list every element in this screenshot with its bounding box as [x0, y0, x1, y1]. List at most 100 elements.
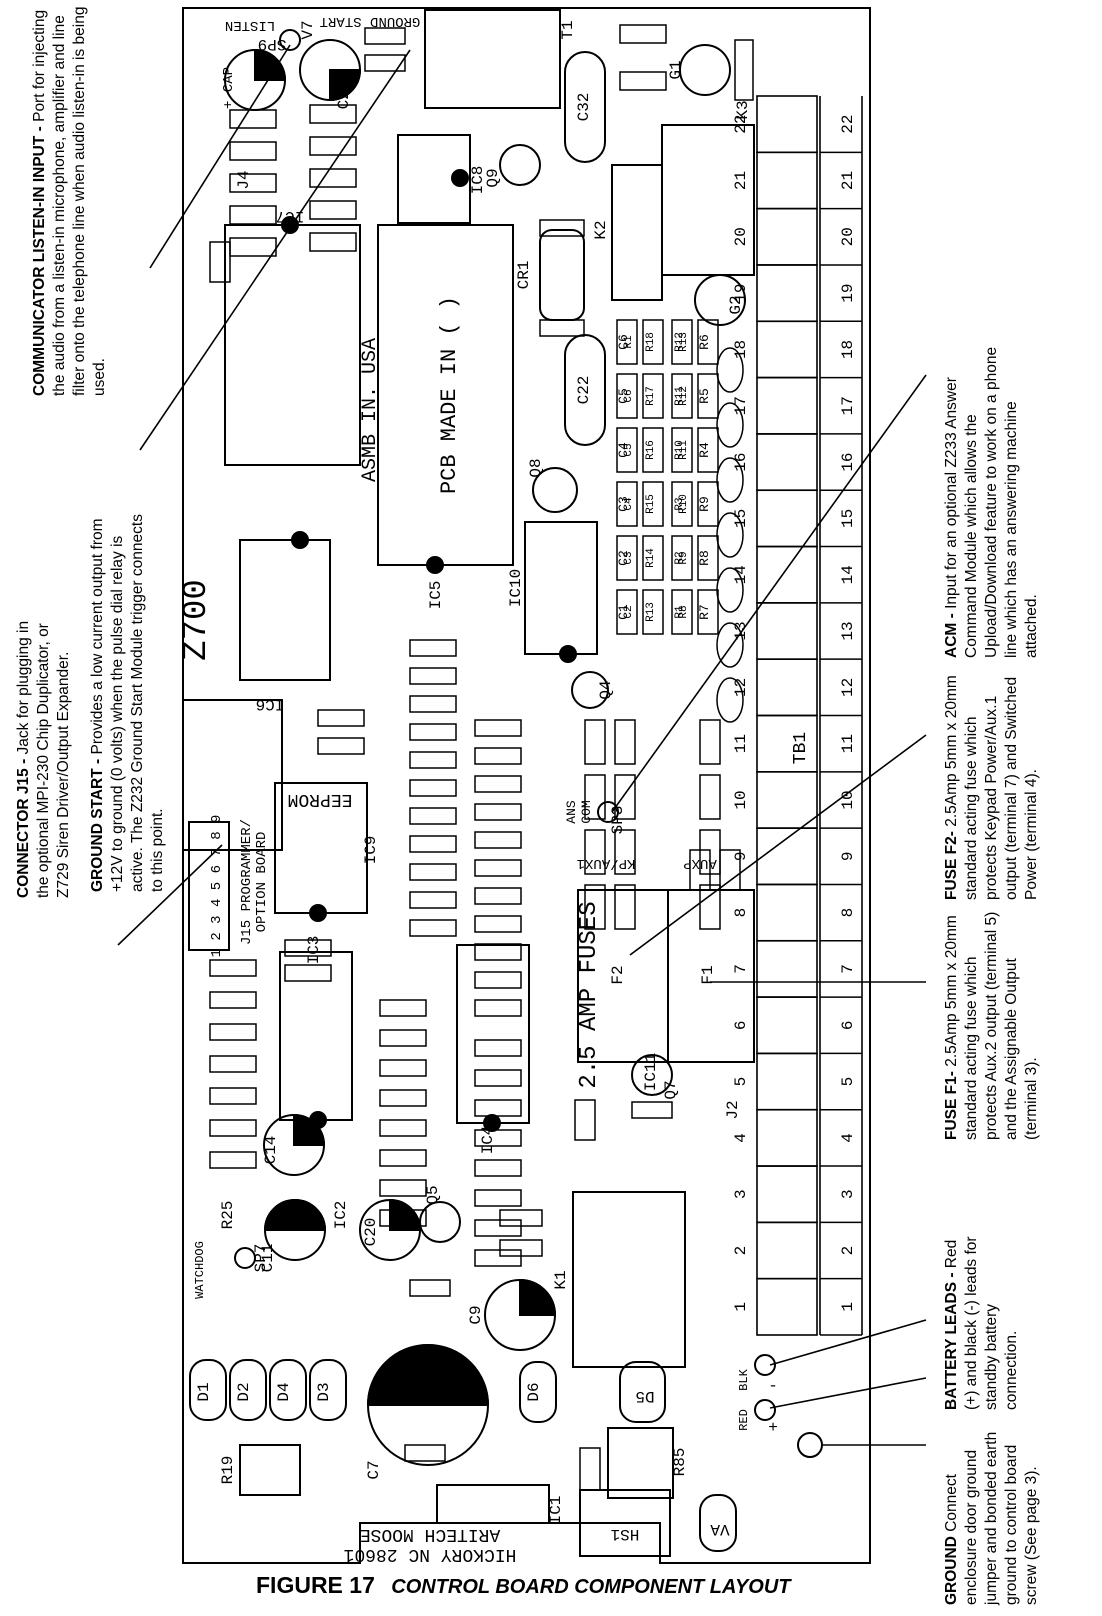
small-part [579, 1447, 601, 1491]
small-part [379, 1119, 427, 1137]
small-part [317, 737, 365, 755]
small-part [499, 1209, 543, 1227]
small-diode [716, 512, 744, 558]
silkscreen-asmb: ASMB IN. USA [359, 338, 382, 482]
small-part [409, 723, 457, 741]
terminal-number: 3 [732, 1189, 750, 1199]
part-label: C2 [623, 605, 635, 618]
c32-capacitor [564, 51, 606, 163]
terminal-number: 16 [839, 452, 857, 471]
terminal-screw [756, 207, 818, 266]
small-part [474, 1039, 522, 1057]
designator-r19: R19 [219, 1456, 237, 1485]
small-part [409, 639, 457, 657]
small-part [284, 939, 332, 957]
designator-r6: R6 [697, 334, 712, 350]
small-part [409, 807, 457, 825]
terminal-screw [756, 545, 818, 604]
terminal-screw [756, 1221, 818, 1280]
terminal-number: 2 [732, 1246, 750, 1256]
small-part [474, 1069, 522, 1087]
small-part [364, 54, 406, 72]
small-part [699, 774, 721, 820]
small-part [409, 1279, 451, 1297]
sp7-pad [234, 1247, 256, 1269]
small-part [209, 241, 231, 283]
part-label: R12 [678, 386, 690, 406]
designator-f1: F1 [699, 965, 717, 984]
terminal-screw [756, 658, 818, 717]
callout-fuse_f1: FUSE F1- 2.5Amp 5mm x 20mm standard acti… [942, 910, 1042, 1140]
small-part [697, 373, 719, 419]
d6-diode [519, 1361, 557, 1423]
terminal-number: 21 [839, 171, 857, 190]
q9-transistor [499, 144, 541, 186]
designator-r8: R8 [697, 550, 712, 566]
terminal-screw [756, 320, 818, 379]
small-part [229, 205, 277, 225]
small-part [697, 589, 719, 635]
designator-r4: R4 [697, 442, 712, 458]
designator-c23: C23 [335, 81, 353, 110]
small-part [474, 887, 522, 905]
small-part [614, 884, 636, 930]
small-part [734, 39, 754, 101]
small-part [209, 959, 257, 977]
k3-relay [661, 124, 755, 276]
designator-r12: R12 [674, 332, 686, 352]
designator-v7: V7 [299, 20, 317, 39]
pin1-marker [559, 645, 577, 663]
small-part [616, 535, 638, 581]
small-part [614, 719, 636, 765]
small-part [229, 141, 277, 161]
terminal-screw [756, 1108, 818, 1167]
silkscreen-gstart: GROUND START [320, 13, 421, 29]
terminal-number: 9 [839, 851, 857, 861]
designator-r1: R1 [674, 605, 686, 619]
callout-heading: CONNECTOR J15 - [15, 758, 32, 898]
pin1-marker [291, 531, 309, 549]
ic10-chip [524, 521, 598, 655]
callout-fuse_f2: FUSE F2- 2.5Amp 5mm x 20mm standard acti… [942, 660, 1042, 900]
small-part [229, 237, 277, 257]
designator-r13: R13 [645, 602, 657, 622]
pin1-marker [309, 904, 327, 922]
small-part [309, 104, 357, 124]
callout-heading: GROUND [943, 1536, 960, 1605]
callout-heading: FUSE F2- [943, 831, 960, 900]
silkscreen-eeprom: EEPROM [288, 789, 353, 809]
terminal-number: 3 [839, 1189, 857, 1199]
terminal-number: 15 [732, 509, 750, 528]
small-part [409, 891, 457, 909]
small-part [379, 1179, 427, 1197]
terminal-number: 4 [732, 1133, 750, 1143]
silkscreen-j15pins: 1 2 3 4 5 6 7 8 9 [209, 815, 225, 958]
small-part [309, 232, 357, 252]
designator-r18: R18 [645, 332, 657, 352]
terminal-number: 12 [839, 678, 857, 697]
leader-line [629, 734, 927, 956]
k1-relay [572, 1191, 686, 1368]
terminal-number: 8 [839, 908, 857, 918]
small-part [474, 915, 522, 933]
terminal-number: 4 [839, 1133, 857, 1143]
silkscreen-kpaux: KP/AUX1 [577, 855, 636, 871]
small-part [539, 319, 585, 337]
designator-va: VA [710, 1520, 730, 1538]
small-part [379, 1059, 427, 1077]
designator-c6: C6 [616, 334, 631, 350]
k2-relay [611, 164, 663, 301]
pcb-board [182, 7, 871, 1564]
part-label: R8 [678, 605, 690, 618]
part-label: C4 [623, 497, 635, 511]
small-part [574, 1099, 596, 1141]
small-part [616, 589, 638, 635]
small-part [642, 535, 664, 581]
designator-c22: C22 [575, 376, 593, 405]
designator-ic1: IC1 [547, 1496, 565, 1525]
callout-heading: GROUND START - [89, 758, 106, 892]
designator-r3: R3 [674, 497, 686, 510]
silkscreen-minus: - [768, 1377, 778, 1395]
small-part [642, 319, 664, 365]
silkscreen-auxp: AUXP [683, 855, 717, 871]
